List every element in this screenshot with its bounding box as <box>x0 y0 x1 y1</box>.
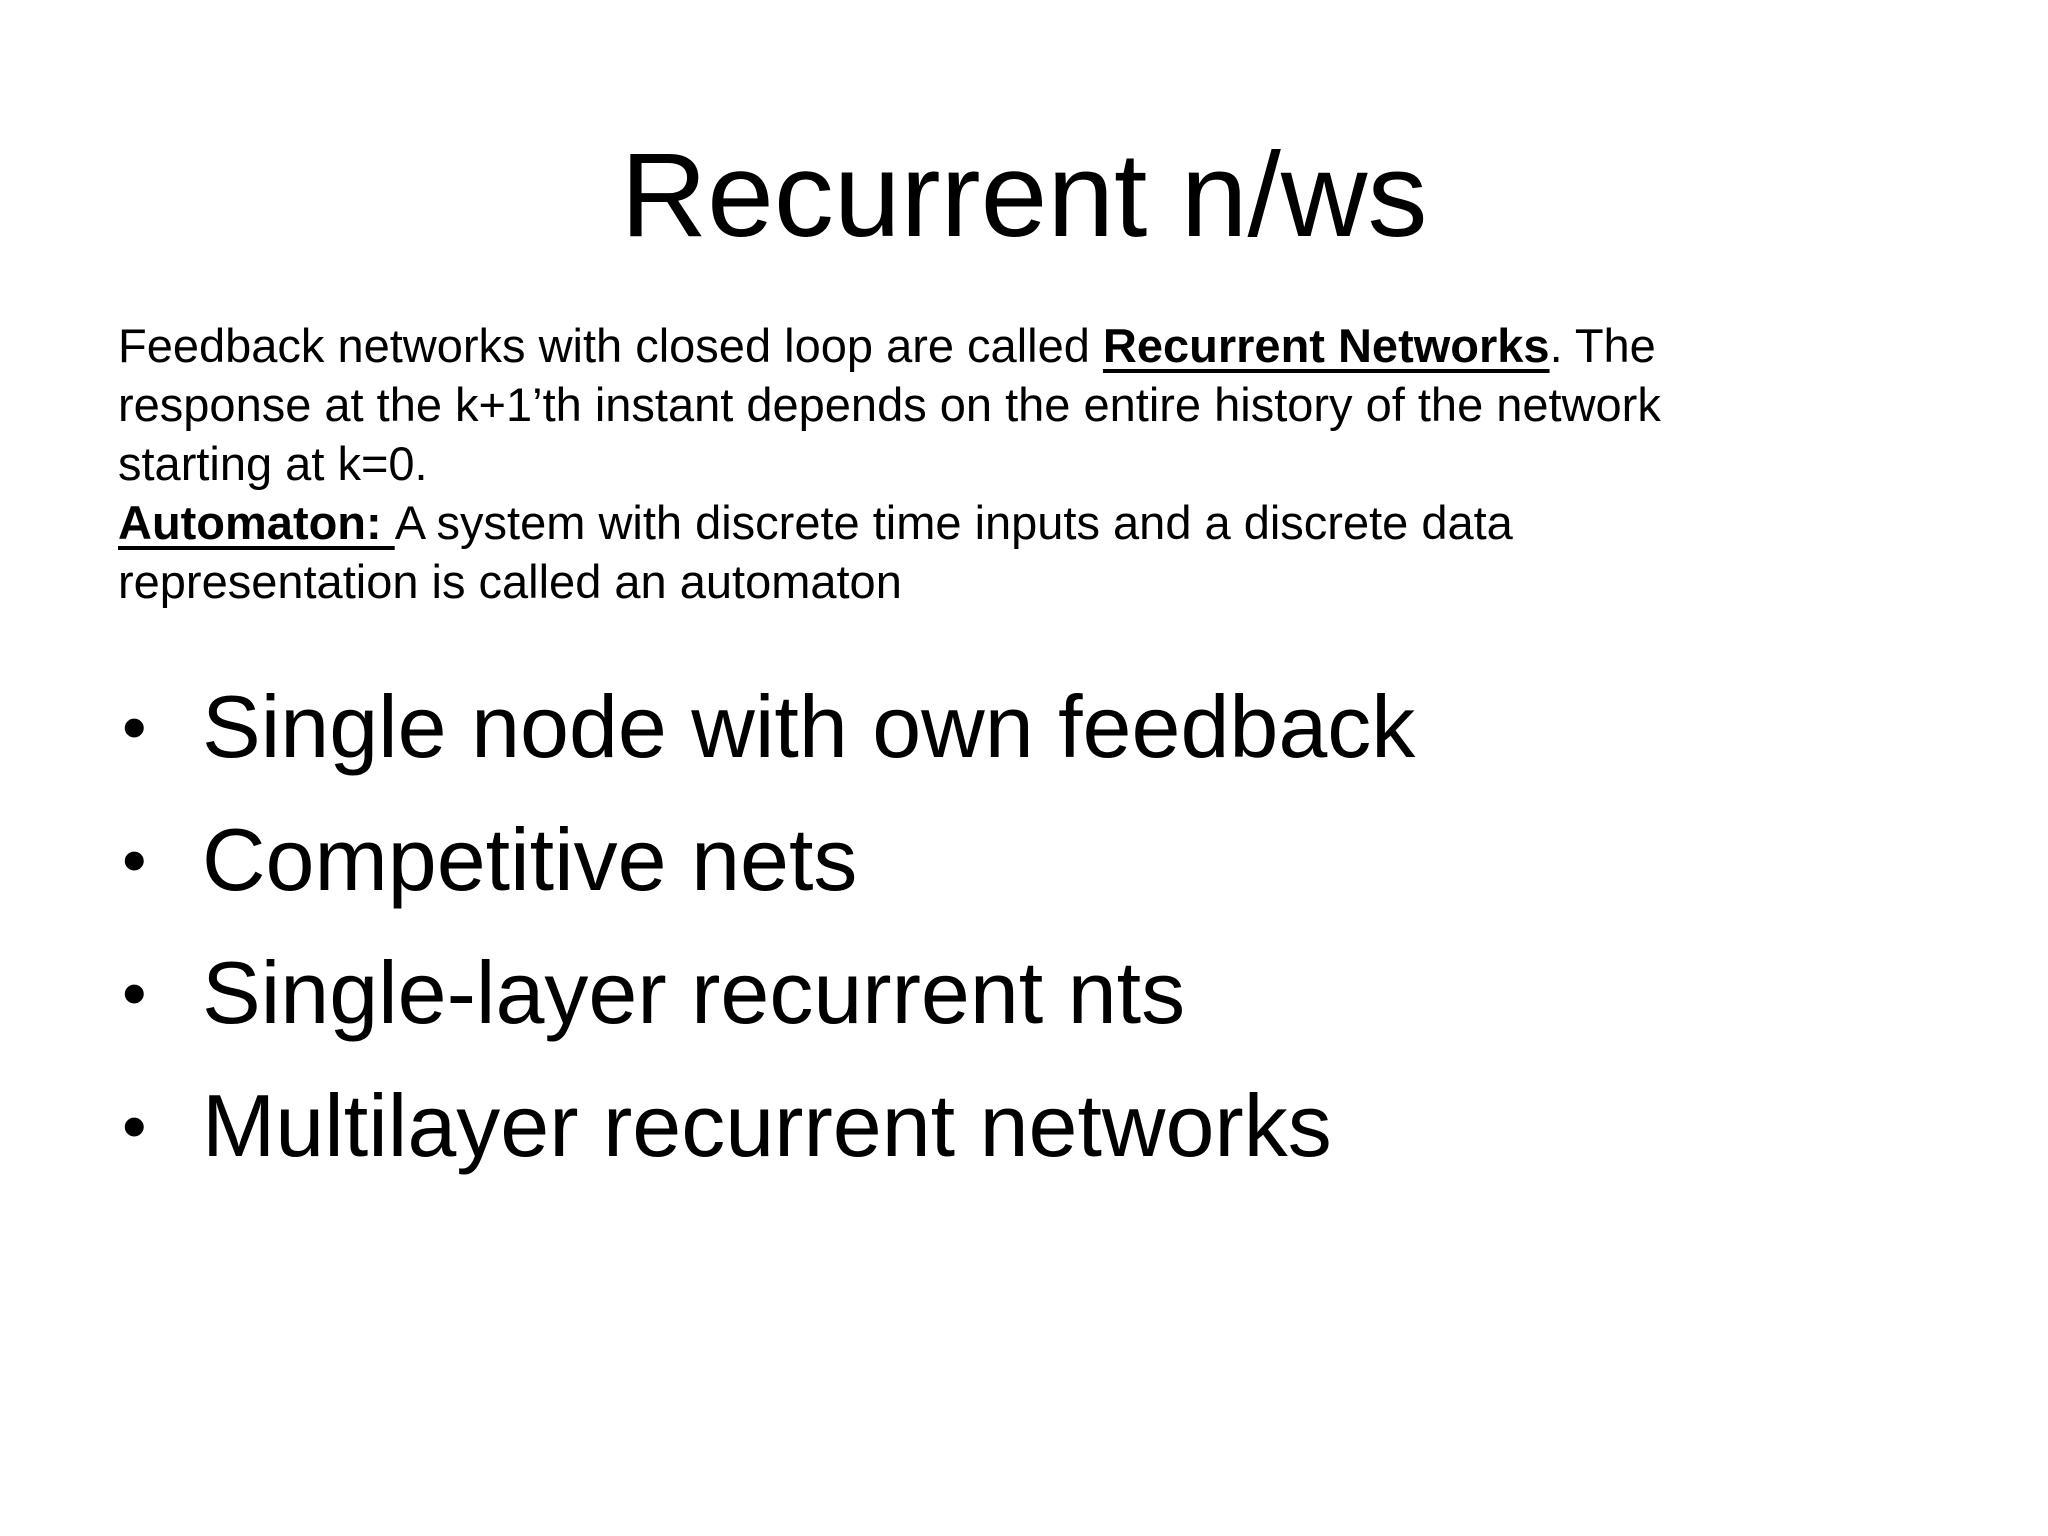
paragraph-line: response at the k+1’th instant depends o… <box>118 375 1978 434</box>
emphasized-term: Recurrent Networks <box>1102 319 1550 372</box>
paragraph-text: response at the k+1’th instant depends o… <box>118 378 1661 431</box>
paragraph-line: starting at k=0. <box>118 434 1978 493</box>
paragraph-line: representation is called an automaton <box>118 552 1978 611</box>
paragraph-text: A system with discrete time inputs and a… <box>394 496 1513 549</box>
paragraph-line: Automaton: A system with discrete time i… <box>118 493 1978 552</box>
bullet-text: Single node with own feedback <box>202 677 1416 776</box>
bullet-glyph: • <box>122 821 147 899</box>
paragraph-text: representation is called an automaton <box>118 555 902 608</box>
bullet-item: • Multilayer recurrent networks <box>122 1071 1922 1181</box>
bullet-text: Multilayer recurrent networks <box>202 1076 1332 1175</box>
intro-paragraph: Feedback networks with closed loop are c… <box>118 316 1978 611</box>
bullet-list: • Single node with own feedback • Competiti… <box>122 672 1922 1204</box>
page-title: Recurrent n/ws <box>620 128 1428 262</box>
bullet-glyph: • <box>122 1087 147 1165</box>
paragraph-text: Feedback networks with closed loop are c… <box>118 319 1103 372</box>
bullet-glyph: • <box>122 954 147 1032</box>
bullet-text: Competitive nets <box>202 810 858 909</box>
bullet-item: • Single node with own feedback <box>122 672 1922 782</box>
bullet-item: • Competitive nets <box>122 805 1922 915</box>
emphasized-term: Automaton: <box>118 496 395 549</box>
bullet-text: Single-layer recurrent nts <box>202 943 1186 1042</box>
paragraph-line: Feedback networks with closed loop are c… <box>118 316 1978 375</box>
paragraph-text: . The <box>1549 319 1656 372</box>
paragraph-text: starting at k=0. <box>118 437 428 490</box>
bullet-item: • Single-layer recurrent nts <box>122 938 1922 1048</box>
bullet-glyph: • <box>122 688 147 766</box>
